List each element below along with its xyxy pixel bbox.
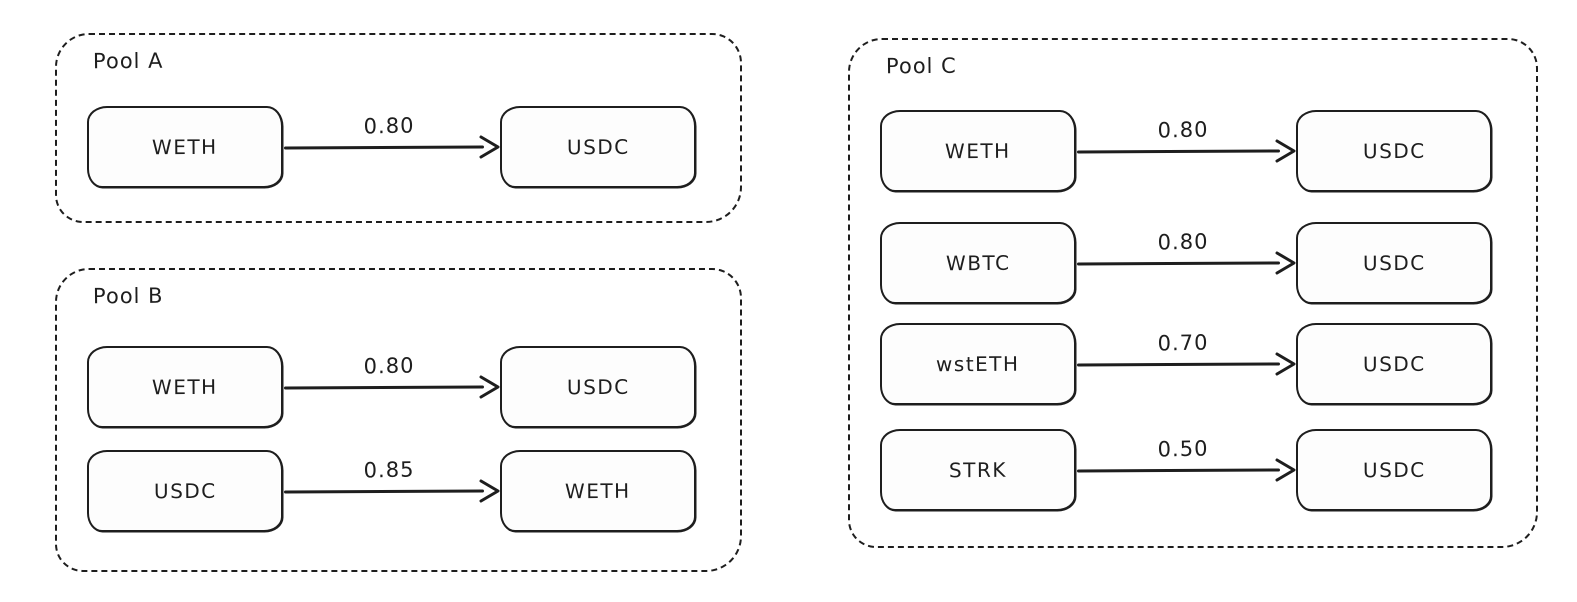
- pool-a-label: Pool A: [92, 48, 164, 74]
- pool-c-edge-row-2: WBTC 0.80 USDC: [880, 222, 1492, 304]
- pool-c-label: Pool C: [885, 53, 957, 79]
- token-node-usdc: USDC: [500, 106, 696, 188]
- edge-weight-label: 0.50: [1153, 436, 1213, 462]
- token-node-weth: WETH: [87, 106, 283, 188]
- pool-c-edge-row-3: wstETH 0.70 USDC: [880, 323, 1492, 405]
- token-label: WETH: [152, 134, 218, 160]
- token-label: USDC: [566, 134, 630, 160]
- token-node-usdc: USDC: [500, 346, 696, 428]
- edge-weight-label: 0.70: [1153, 330, 1213, 356]
- token-label: USDC: [566, 374, 630, 400]
- pool-b-label: Pool B: [92, 283, 164, 309]
- token-label: WETH: [945, 138, 1011, 164]
- arrow-line: [1076, 467, 1281, 473]
- edge-weight-label: 0.80: [1153, 229, 1213, 255]
- arrow-line: [283, 384, 485, 390]
- token-label: USDC: [1362, 351, 1426, 377]
- swap-edge: 0.80: [283, 346, 500, 428]
- arrow-line: [1076, 361, 1281, 367]
- arrow-head-icon: [1275, 352, 1296, 376]
- arrow-head-icon: [1275, 139, 1296, 163]
- swap-edge: 0.50: [1076, 429, 1296, 511]
- token-node-weth: WETH: [87, 346, 283, 428]
- pool-c-container: Pool C WETH 0.80 USDC WBTC 0.80: [848, 38, 1538, 548]
- pool-b-edge-row-2: USDC 0.85 WETH: [87, 450, 696, 532]
- pool-a-edge-row-1: WETH 0.80 USDC: [87, 106, 696, 188]
- pool-b-container: Pool B WETH 0.80 USDC USDC 0.85: [55, 268, 742, 572]
- token-label: WETH: [565, 478, 631, 504]
- arrow-line: [283, 144, 485, 150]
- arrow-head-icon: [479, 479, 500, 503]
- token-label: USDC: [1362, 250, 1426, 276]
- token-node-usdc: USDC: [1296, 429, 1492, 511]
- swap-edge: 0.80: [1076, 222, 1296, 304]
- pool-b-edge-row-1: WETH 0.80 USDC: [87, 346, 696, 428]
- token-label: STRK: [948, 457, 1008, 483]
- token-node-weth: WETH: [880, 110, 1076, 192]
- token-node-wbtc: WBTC: [880, 222, 1076, 304]
- edge-weight-label: 0.85: [358, 457, 419, 483]
- token-label: USDC: [1362, 457, 1426, 483]
- token-node-strk: STRK: [880, 429, 1076, 511]
- arrow-line: [283, 488, 485, 494]
- swap-edge: 0.80: [283, 106, 500, 188]
- edge-weight-label: 0.80: [358, 353, 419, 379]
- token-label: wstETH: [936, 351, 1020, 377]
- arrow-head-icon: [479, 135, 500, 159]
- arrow-line: [1076, 148, 1281, 154]
- token-node-wsteth: wstETH: [880, 323, 1076, 405]
- token-label: USDC: [1362, 138, 1426, 164]
- edge-weight-label: 0.80: [1153, 117, 1213, 143]
- swap-edge: 0.70: [1076, 323, 1296, 405]
- token-label: WBTC: [945, 250, 1011, 276]
- token-node-usdc: USDC: [1296, 323, 1492, 405]
- pool-c-edge-row-1: WETH 0.80 USDC: [880, 110, 1492, 192]
- arrow-head-icon: [1275, 251, 1296, 275]
- swap-edge: 0.80: [1076, 110, 1296, 192]
- token-label: WETH: [152, 374, 218, 400]
- arrow-line: [1076, 260, 1281, 266]
- arrow-head-icon: [1275, 458, 1296, 482]
- token-node-usdc: USDC: [1296, 222, 1492, 304]
- pool-a-container: Pool A WETH 0.80 USDC: [55, 33, 742, 223]
- pool-c-edge-row-4: STRK 0.50 USDC: [880, 429, 1492, 511]
- swap-edge: 0.85: [283, 450, 500, 532]
- token-label: USDC: [153, 478, 217, 504]
- token-node-usdc: USDC: [87, 450, 283, 532]
- token-node-weth: WETH: [500, 450, 696, 532]
- edge-weight-label: 0.80: [358, 113, 419, 139]
- token-node-usdc: USDC: [1296, 110, 1492, 192]
- arrow-head-icon: [479, 375, 500, 399]
